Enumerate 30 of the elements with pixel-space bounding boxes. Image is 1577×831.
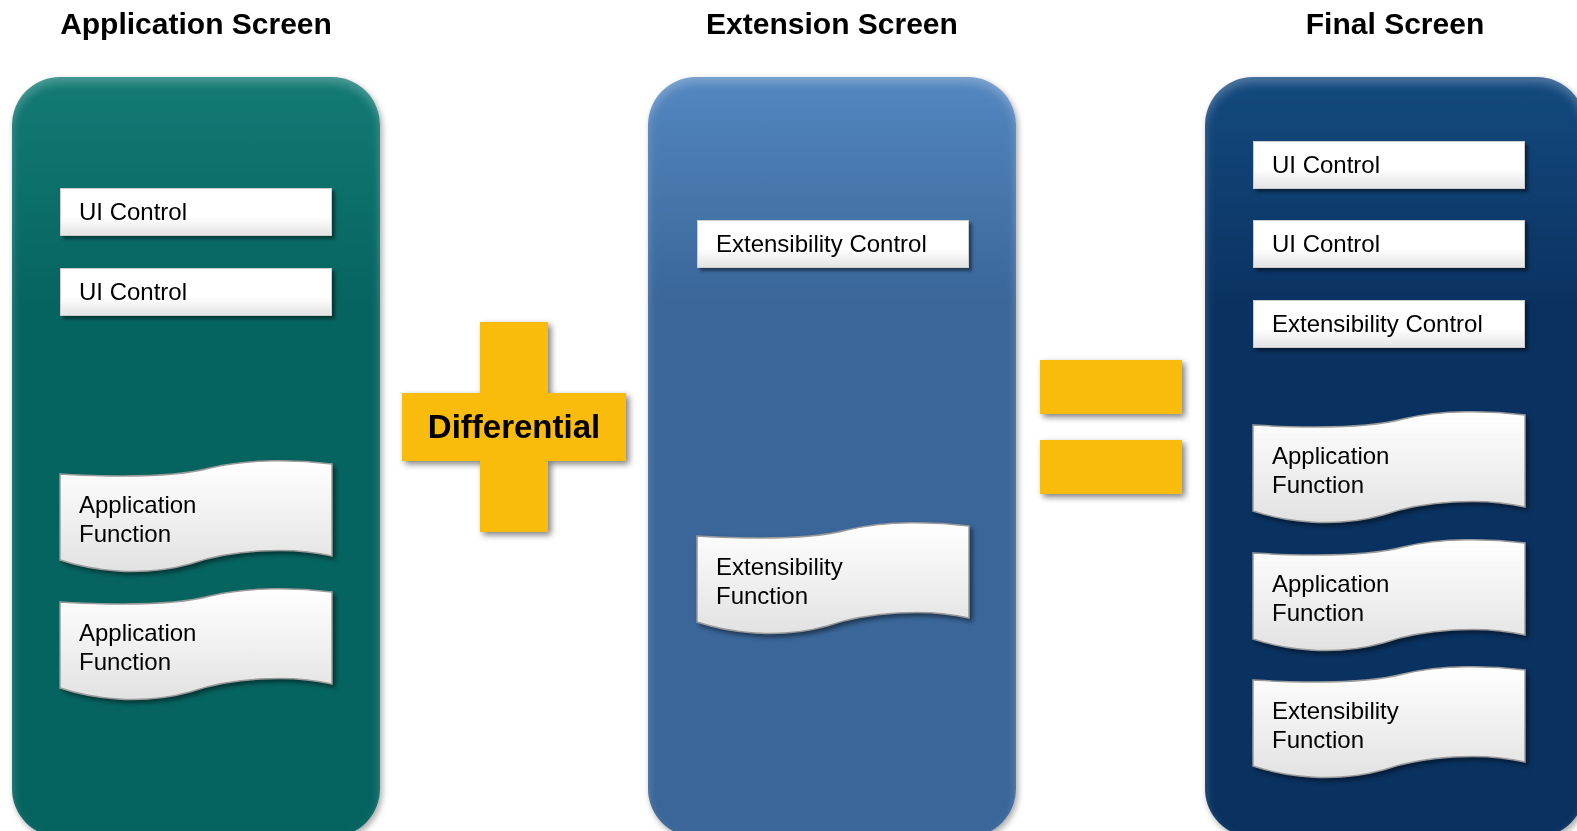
- control-label: Extensibility Control: [716, 230, 927, 258]
- control-label: UI Control: [1272, 230, 1381, 258]
- function-label: Application Function: [1272, 569, 1391, 627]
- plus-label: Differential: [426, 408, 602, 446]
- control-label: Extensibility Control: [1272, 310, 1483, 338]
- function-label: Extensibility Function: [1272, 696, 1400, 754]
- control-label: UI Control: [79, 198, 188, 226]
- function-label: Application Function: [79, 490, 198, 548]
- document-shape: [60, 588, 332, 700]
- control-label: UI Control: [1272, 151, 1381, 179]
- control-box: [1253, 220, 1525, 268]
- panel-title: Final Screen: [1304, 7, 1486, 41]
- document-shape: [1253, 411, 1525, 523]
- control-label: UI Control: [79, 278, 188, 306]
- control-box: [697, 220, 969, 268]
- function-label: Application Function: [79, 618, 198, 676]
- document-shape: [697, 522, 969, 634]
- control-box: [1253, 141, 1525, 189]
- document-shape: [60, 460, 332, 572]
- control-box: [60, 188, 332, 236]
- function-label: Extensibility Function: [716, 552, 844, 610]
- panel-title: Extension Screen: [705, 7, 959, 41]
- document-shape: [1253, 666, 1525, 778]
- equals-sign: [1040, 360, 1182, 494]
- panel-title: Application Screen: [59, 7, 333, 41]
- control-box: [60, 268, 332, 316]
- document-shape: [1253, 539, 1525, 651]
- function-label: Application Function: [1272, 441, 1391, 499]
- plus-sign: [402, 322, 626, 532]
- control-box: [1253, 300, 1525, 348]
